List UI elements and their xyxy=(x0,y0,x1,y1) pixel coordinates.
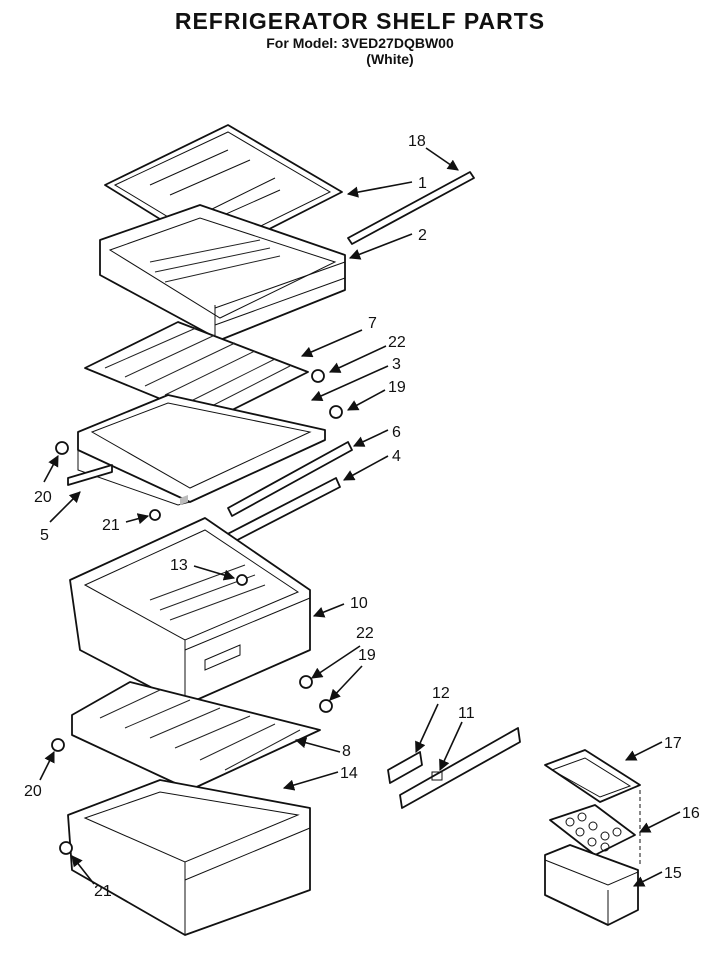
callout-19-lower: 19 xyxy=(358,647,376,664)
callout-18: 18 xyxy=(408,133,426,150)
callout-4: 4 xyxy=(392,448,401,465)
callout-20: 20 xyxy=(34,489,52,506)
part-6-rail xyxy=(227,441,353,517)
fasteners xyxy=(51,369,343,855)
callout-22-lower: 22 xyxy=(356,625,374,642)
part-5-bracket xyxy=(67,464,113,486)
callout-15: 15 xyxy=(664,865,682,882)
callout-22: 22 xyxy=(388,334,406,351)
callout-8: 8 xyxy=(342,743,351,760)
part-17-lid xyxy=(544,749,641,803)
callout-21-lower: 21 xyxy=(94,883,112,900)
callout-13: 13 xyxy=(170,557,188,574)
callout-2: 2 xyxy=(418,227,427,244)
part-8-cover xyxy=(71,681,321,791)
part-12-clip xyxy=(387,751,423,784)
callout-17: 17 xyxy=(664,735,682,752)
callout-7: 7 xyxy=(368,315,377,332)
part-2-frame xyxy=(99,204,346,341)
part-18-trim xyxy=(347,171,475,245)
callout-14: 14 xyxy=(340,765,358,782)
callout-20-lower: 20 xyxy=(24,783,42,800)
model-line: For Model: 3VED27DQBW00 xyxy=(266,35,454,51)
leader-lines xyxy=(39,147,681,887)
part-11-bracket xyxy=(399,727,521,809)
callout-21: 21 xyxy=(102,517,120,534)
callout-16: 16 xyxy=(682,805,700,822)
callout-1: 1 xyxy=(418,175,427,192)
page-title: REFRIGERATOR SHELF PARTS xyxy=(174,8,546,34)
callout-19: 19 xyxy=(388,379,406,396)
callout-5: 5 xyxy=(40,527,49,544)
part-15-bin xyxy=(544,844,639,926)
part-3-frame xyxy=(77,394,326,506)
callout-3: 3 xyxy=(392,356,401,373)
part-16-egg-tray xyxy=(549,804,636,856)
part-14-drawer xyxy=(67,779,311,936)
color-line: (White) xyxy=(366,51,414,67)
part-10-drawer xyxy=(69,517,311,706)
callout-11: 11 xyxy=(458,705,475,722)
callout-6: 6 xyxy=(392,424,401,441)
callout-12: 12 xyxy=(432,685,450,702)
callout-10: 10 xyxy=(350,595,368,612)
callout-labels: 18 1 2 7 22 3 19 6 4 20 5 21 13 10 22 19… xyxy=(24,133,700,900)
